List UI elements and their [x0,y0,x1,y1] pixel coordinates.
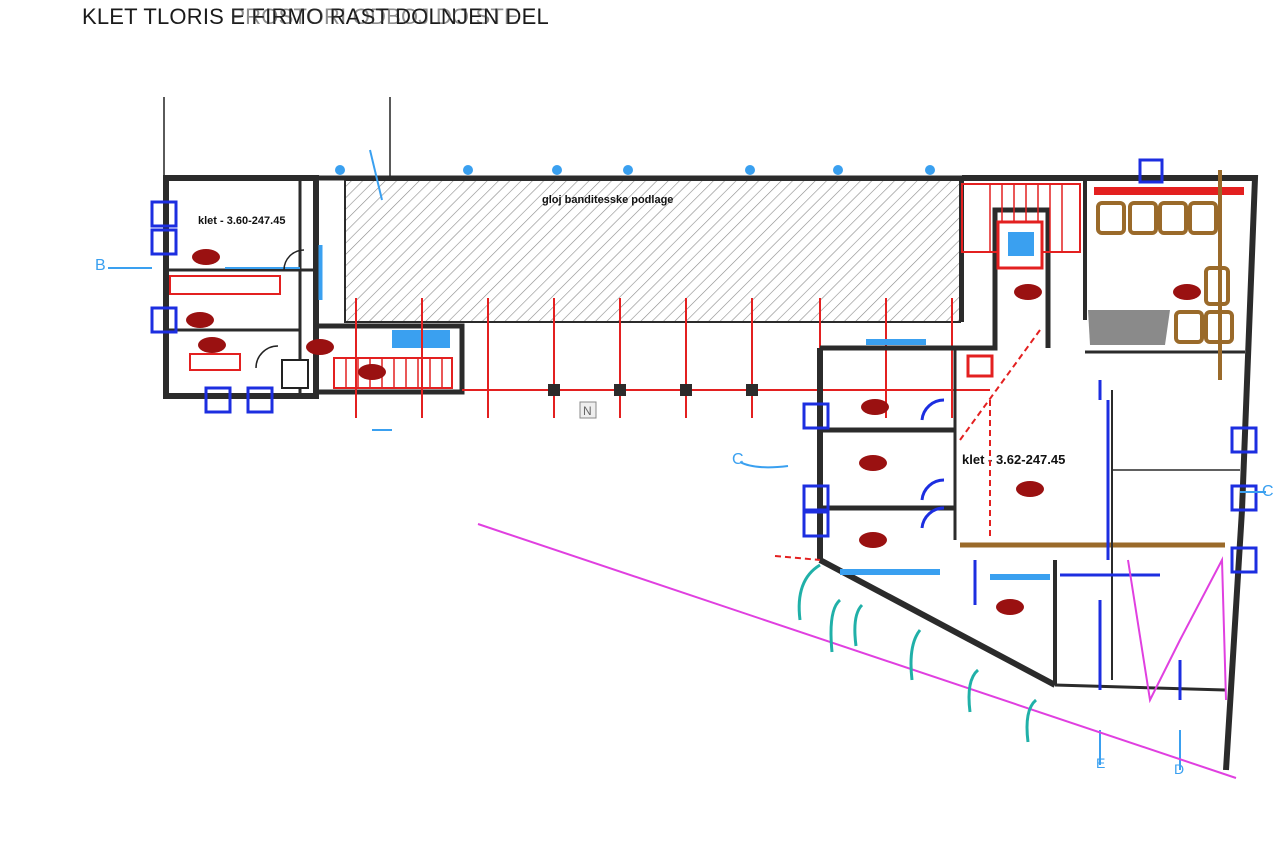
equipment-brown [1096,170,1234,380]
site-boundary [477,523,1237,779]
heating-units [186,249,1201,615]
staircase-left [333,330,453,389]
teal-footings [797,563,1038,743]
right-room-label: klet - 3.62-247.45 [962,452,1065,467]
hatched-area [313,175,962,395]
title-overlap-a: E FIRMO RAST DOLNJEN [230,4,500,29]
title-suffix: DEL [499,4,549,29]
north-marker-box [579,401,597,419]
blue-fixtures [150,158,1258,574]
blue-pipes [973,380,1182,700]
right-block [817,175,1259,771]
section-mark-c-left: C [732,451,744,468]
title-overlap-b: PROSTORI ODBOJ DO STE [230,4,519,29]
title-prefix: KLET TLORIS [82,4,231,29]
section-mark-e: E [1096,755,1105,771]
reference-lines [163,97,391,180]
section-mark-d: D [1174,761,1184,777]
left-block [163,175,323,399]
section-marks [108,149,1266,770]
section-mark-b: B [95,257,106,274]
section-mark-c-right: C [1262,483,1274,500]
left-room-label: klet - 3.60-247.45 [198,215,285,227]
red-dashed-lines [774,329,1041,561]
north-marker: N [583,404,592,418]
top-markers [335,165,935,175]
staircase-right [961,183,1081,378]
hatched-area-label: gloj banditesske podlage [542,194,673,206]
light-blue-fixtures [840,339,1050,580]
grid-columns [548,384,758,396]
